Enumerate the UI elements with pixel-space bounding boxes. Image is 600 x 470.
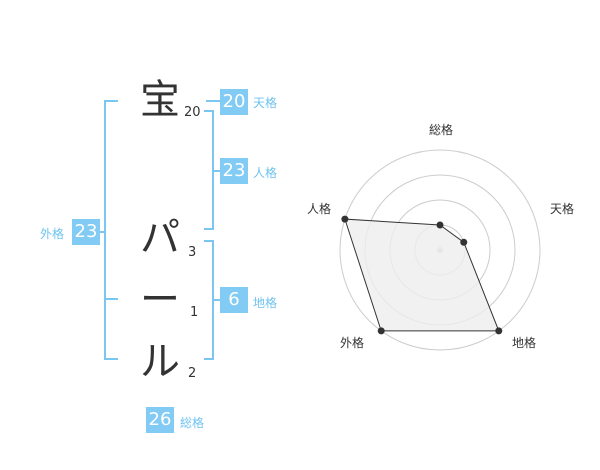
gaikaku-value: 23 [72, 219, 100, 245]
radar-ring-4 [339, 149, 541, 351]
name-char-2: パ [140, 215, 180, 261]
soukaku-value: 26 [146, 407, 174, 433]
soukaku-label: 総格 [180, 416, 205, 430]
radar-point-2 [460, 238, 468, 246]
radar-label-jinkaku: 人格 [307, 201, 331, 216]
name-char-1: 宝 [140, 77, 180, 123]
radar-label-tenkaku: 天格 [550, 201, 574, 216]
radar-label-gaikaku: 外格 [340, 335, 364, 350]
jinkaku-label: 人格 [253, 166, 278, 180]
stroke-count-1: 20 [184, 105, 201, 120]
name-char-3: ー [140, 277, 180, 323]
name-char-4: ル [140, 339, 180, 385]
jinkaku-value: 23 [220, 158, 248, 184]
gaikaku-label: 外格 [40, 227, 65, 241]
stroke-count-3: 1 [190, 305, 199, 320]
radar-point-1 [436, 221, 444, 229]
radar-label-chikaku: 地格 [512, 335, 536, 350]
radar-chart: 総格 天格 地格 外格 人格 [307, 122, 574, 351]
radar-point-5 [341, 215, 349, 223]
radar-label-soukaku: 総格 [429, 122, 453, 137]
stroke-count-4: 2 [188, 366, 197, 381]
radar-point-3 [495, 327, 503, 335]
stroke-count-2: 3 [188, 245, 197, 260]
tenkaku-value: 20 [220, 89, 248, 115]
tenkaku-label: 天格 [253, 96, 278, 110]
radar-polygon [344, 218, 500, 332]
radar-points [341, 215, 503, 335]
chikaku-label: 地格 [253, 296, 278, 310]
chikaku-value: 6 [220, 287, 248, 313]
radar-point-4 [377, 327, 385, 335]
